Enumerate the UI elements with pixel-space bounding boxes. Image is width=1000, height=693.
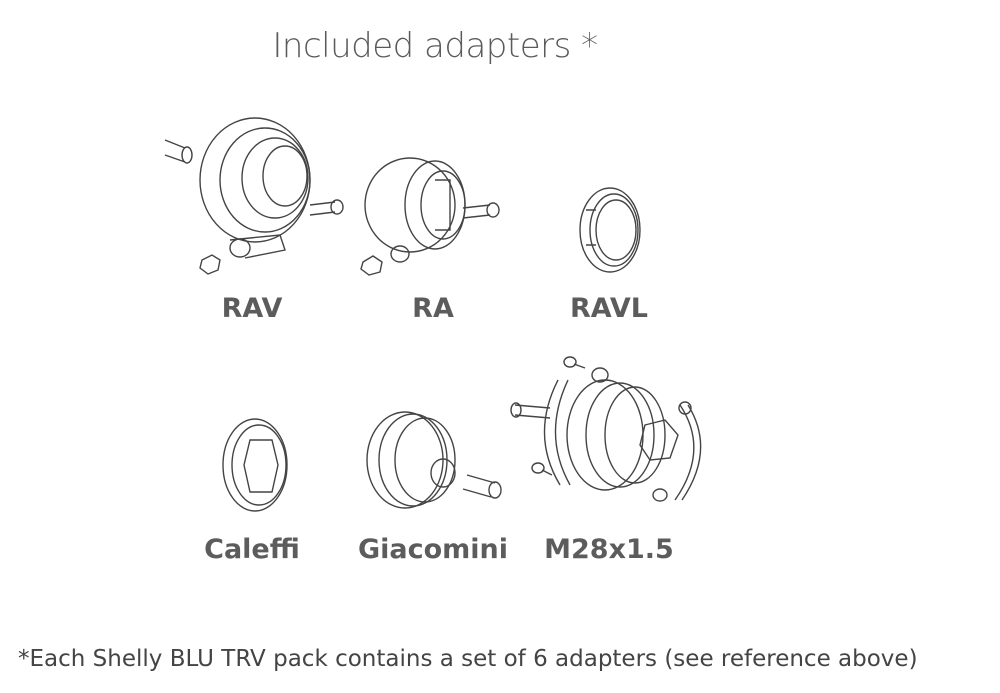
adapter-label-ra: RA bbox=[412, 293, 454, 324]
adapter-label-m28x1-5: M28x1.5 bbox=[544, 534, 674, 565]
rav-adapter-illustration bbox=[164, 117, 344, 275]
m28-adapter-illustration bbox=[510, 356, 702, 502]
caleffi-adapter-illustration bbox=[222, 418, 288, 512]
adapter-label-rav: RAV bbox=[221, 293, 283, 324]
adapter-label-giacomini: Giacomini bbox=[357, 534, 509, 565]
ra-adapter-illustration bbox=[360, 157, 500, 276]
footnote: *Each Shelly BLU TRV pack contains a set… bbox=[18, 646, 918, 672]
adapter-label-caleffi: Caleffi bbox=[204, 534, 300, 565]
adapter-label-ravl: RAVL bbox=[570, 293, 648, 324]
giacomini-adapter-illustration bbox=[366, 411, 502, 509]
ravl-adapter-illustration bbox=[579, 187, 641, 273]
page-title: Included adapters * bbox=[272, 26, 598, 66]
